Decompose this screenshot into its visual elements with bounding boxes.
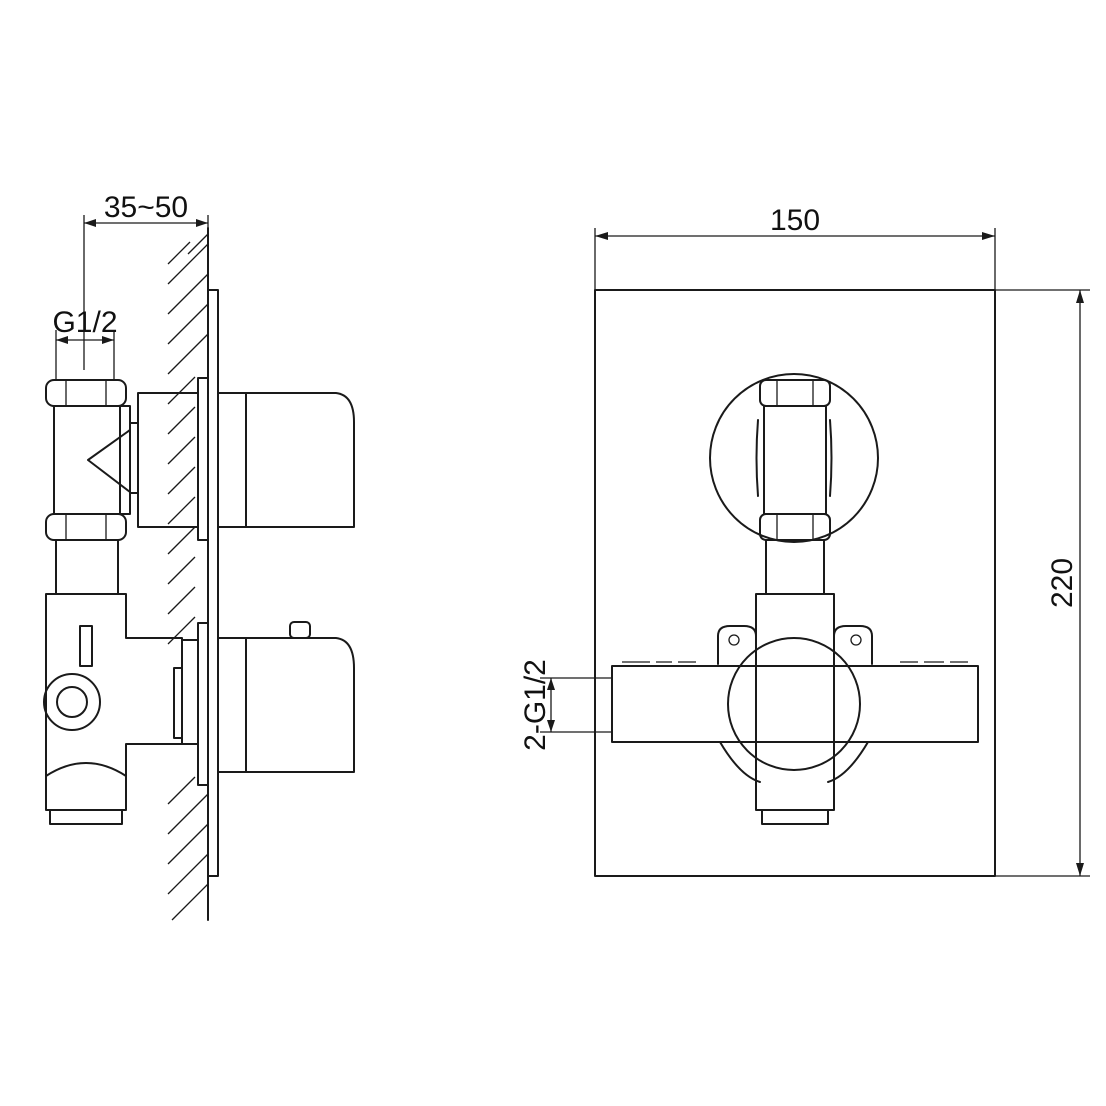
lower-valve-side — [43, 593, 183, 825]
plate-width-label: 150 — [770, 204, 820, 237]
inlet-port-circle — [43, 673, 101, 731]
cover-plate-profile — [207, 289, 219, 877]
upper-rosette-front — [709, 373, 879, 595]
mixer-body-front — [611, 593, 979, 825]
dimension-wall-depth: 35~50 — [83, 191, 209, 370]
upper-handle-side — [129, 377, 355, 541]
inlets-front-label: 2-G1/2 — [519, 659, 552, 751]
plate-height-label: 220 — [1046, 558, 1079, 608]
dimension-inlet-side: G1/2 — [52, 306, 118, 380]
horizontal-inlet-bar — [611, 665, 979, 743]
inlet-size-side-label: G1/2 — [52, 306, 117, 339]
dimension-plate-width: 150 — [594, 204, 996, 290]
wall-hatching — [167, 227, 209, 921]
dimension-inlets-front: 2-G1/2 — [519, 659, 612, 751]
mixer-center-circle — [727, 637, 861, 771]
side-view: 35~50 G1/2 — [43, 191, 355, 921]
lower-handle-side — [181, 621, 355, 786]
front-view: 150 220 2-G1/2 — [519, 204, 1090, 877]
wall-depth-label: 35~50 — [104, 191, 188, 224]
dimension-plate-height: 220 — [995, 289, 1090, 877]
front-cover-plate — [594, 289, 996, 877]
upper-valve-side — [45, 379, 131, 595]
